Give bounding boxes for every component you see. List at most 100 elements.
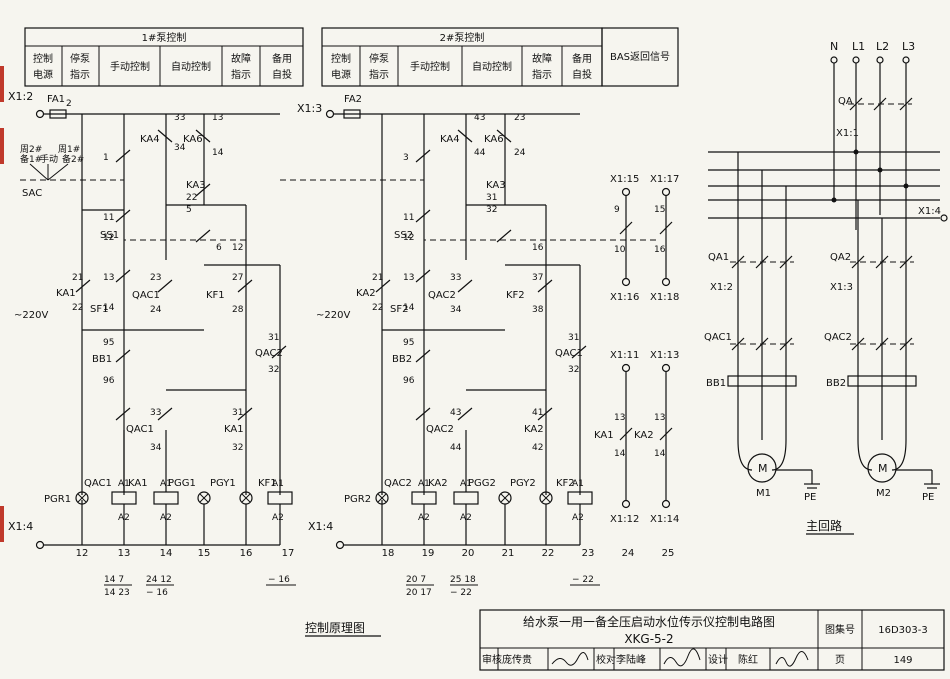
svg-text:3: 3 bbox=[403, 153, 409, 163]
svg-text:14: 14 bbox=[212, 148, 224, 158]
svg-text:N: N bbox=[830, 40, 838, 53]
contact-qac2: QAC2 bbox=[428, 290, 456, 301]
svg-text:A1: A1 bbox=[272, 479, 284, 489]
svg-text:21: 21 bbox=[72, 273, 83, 283]
svg-text:28: 28 bbox=[232, 305, 244, 315]
svg-text:9: 9 bbox=[614, 205, 620, 215]
svg-text:BB1: BB1 bbox=[706, 378, 726, 389]
sac-modes: 周2#周1# 备1#手动备2# bbox=[20, 144, 84, 165]
svg-text:X1:13: X1:13 bbox=[650, 350, 679, 361]
svg-text:审核: 审核 bbox=[482, 653, 502, 666]
svg-text:23: 23 bbox=[150, 273, 161, 283]
svg-text:庞传贵: 庞传贵 bbox=[502, 653, 532, 666]
coil-ka1 bbox=[153, 491, 179, 505]
contact-qac2b: QAC2 bbox=[426, 424, 454, 435]
coil-ka2 bbox=[453, 491, 479, 505]
svg-text:96: 96 bbox=[103, 376, 115, 386]
svg-text:24 12: 24 12 bbox=[146, 575, 172, 585]
svg-text:停泵: 停泵 bbox=[369, 52, 389, 65]
lamp-pgg2 bbox=[498, 491, 512, 505]
svg-text:X1:11: X1:11 bbox=[610, 350, 639, 361]
svg-text:12: 12 bbox=[76, 548, 89, 559]
svg-text:PGY1: PGY1 bbox=[210, 478, 236, 489]
voltage-label-2: ~220V bbox=[316, 310, 350, 321]
relay-ka2: KA2 bbox=[356, 288, 376, 299]
switch-sf2: SF2 bbox=[390, 304, 408, 315]
svg-text:33: 33 bbox=[450, 273, 461, 283]
svg-text:14: 14 bbox=[614, 449, 626, 459]
svg-text:14: 14 bbox=[654, 449, 666, 459]
svg-text:32: 32 bbox=[268, 365, 279, 375]
pump1-col-auto: 自动控制 bbox=[171, 60, 211, 73]
svg-text:32: 32 bbox=[568, 365, 579, 375]
svg-text:备1#: 备1# bbox=[20, 153, 42, 165]
svg-text:41: 41 bbox=[532, 408, 543, 418]
svg-text:故障: 故障 bbox=[231, 52, 251, 65]
svg-text:23: 23 bbox=[582, 548, 595, 559]
svg-text:1: 1 bbox=[103, 153, 109, 163]
svg-text:PE: PE bbox=[922, 492, 934, 503]
svg-text:31: 31 bbox=[232, 408, 243, 418]
pump2-col-manual: 手动控制 bbox=[410, 60, 450, 73]
switch-ss2: SS2 bbox=[394, 230, 413, 241]
relay-ka1: KA1 bbox=[56, 288, 76, 299]
svg-text:13: 13 bbox=[118, 548, 131, 559]
svg-text:14 7: 14 7 bbox=[104, 575, 124, 585]
svg-text:42: 42 bbox=[532, 443, 543, 453]
svg-text:16: 16 bbox=[240, 548, 253, 559]
pump2-col-power: 控制 电源 bbox=[331, 52, 351, 81]
binding-mark bbox=[0, 128, 4, 164]
svg-text:KA2: KA2 bbox=[428, 478, 448, 489]
svg-text:17: 17 bbox=[282, 548, 295, 559]
terminal-x1-4a: X1:4 bbox=[8, 520, 33, 533]
svg-text:电源: 电源 bbox=[331, 68, 351, 81]
contact-kf1: KF1 bbox=[206, 290, 225, 301]
svg-text:16: 16 bbox=[654, 245, 666, 255]
svg-text:PGG1: PGG1 bbox=[168, 478, 196, 489]
pump2-col-auto: 自动控制 bbox=[472, 60, 512, 73]
lamp-pgg1 bbox=[197, 491, 211, 505]
pump1-col-standby: 备用 自投 bbox=[272, 52, 292, 81]
title-block: 给水泵一用一备全压启动水位传示仪控制电路图 XKG-5-2 图集号 16D303… bbox=[479, 609, 945, 671]
svg-text:13: 13 bbox=[212, 113, 223, 123]
svg-text:2: 2 bbox=[66, 99, 72, 109]
svg-text:96: 96 bbox=[403, 376, 415, 386]
main-power-circuit: N L1 L2 L3 QA X1:1 X1:4 Q bbox=[704, 40, 948, 535]
svg-text:25 18: 25 18 bbox=[450, 575, 476, 585]
svg-text:21: 21 bbox=[502, 548, 515, 559]
svg-text:34: 34 bbox=[450, 305, 462, 315]
svg-text:− 22: − 22 bbox=[572, 575, 594, 585]
svg-text:31: 31 bbox=[568, 333, 579, 343]
pump1-col-power: 控制 电源 bbox=[33, 52, 53, 81]
control-diagram-caption: 控制原理图 bbox=[305, 621, 365, 635]
relay-ka3: KA3 bbox=[186, 180, 206, 191]
svg-text:控制: 控制 bbox=[331, 52, 351, 65]
svg-text:备用: 备用 bbox=[572, 52, 592, 65]
svg-text:周1#: 周1# bbox=[58, 144, 80, 155]
switch-sf1: SF1 bbox=[90, 304, 108, 315]
svg-text:− 22: − 22 bbox=[450, 588, 472, 598]
relay-ka6-p2: KA6 bbox=[484, 134, 504, 145]
svg-text:X1:14: X1:14 bbox=[650, 514, 679, 525]
svg-text:6: 6 bbox=[216, 243, 222, 253]
svg-text:18: 18 bbox=[382, 548, 395, 559]
signature-3 bbox=[775, 651, 809, 667]
svg-text:KA1: KA1 bbox=[594, 430, 614, 441]
svg-text:设计: 设计 bbox=[708, 653, 728, 666]
svg-text:34: 34 bbox=[150, 443, 162, 453]
svg-text:X1:15: X1:15 bbox=[610, 174, 639, 185]
pump1-col-stop: 停泵 指示 bbox=[70, 52, 90, 81]
terminal-x1-3: X1:3 bbox=[297, 102, 322, 115]
terminal-x1-4b: X1:4 bbox=[308, 520, 333, 533]
svg-text:13: 13 bbox=[403, 273, 414, 283]
svg-text:QAC1: QAC1 bbox=[704, 332, 732, 343]
svg-text:33: 33 bbox=[150, 408, 161, 418]
page-number: 149 bbox=[893, 655, 912, 666]
pump1-title: 1#泵控制 bbox=[142, 31, 187, 44]
svg-text:23: 23 bbox=[514, 113, 525, 123]
svg-text:L3: L3 bbox=[902, 40, 915, 53]
svg-text:自投: 自投 bbox=[572, 68, 592, 81]
svg-text:备2#: 备2# bbox=[62, 153, 84, 165]
pump2-col-standby: 备用 自投 bbox=[572, 52, 592, 81]
